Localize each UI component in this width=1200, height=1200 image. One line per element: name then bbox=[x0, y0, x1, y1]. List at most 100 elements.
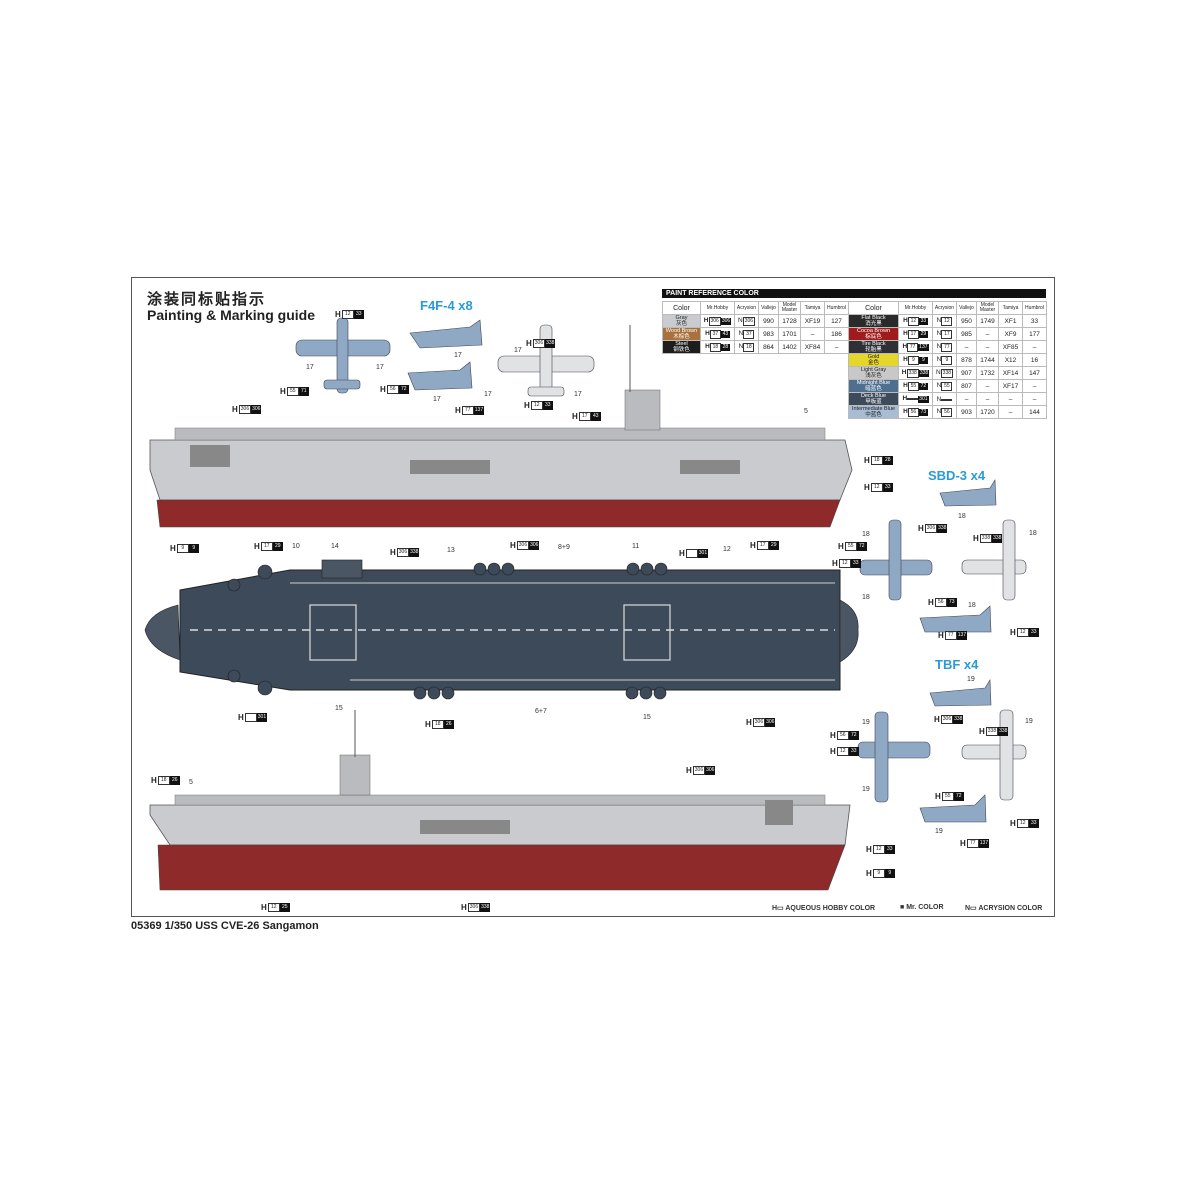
color-name-cn: 钢铁色 bbox=[673, 347, 690, 353]
aqueous-code: 17 bbox=[756, 541, 769, 550]
legend-aqueous-label: AQUEOUS HOBBY COLOR bbox=[785, 905, 876, 912]
mr-color-code: 9 bbox=[918, 356, 928, 364]
column-header: Acrysion bbox=[734, 301, 759, 315]
h-prefix: H bbox=[510, 541, 516, 550]
acrysion-value: 9 bbox=[941, 355, 953, 365]
aqueous-code: 306 bbox=[532, 339, 546, 348]
column-header: Tamiya bbox=[800, 301, 825, 315]
mm-code: 1744 bbox=[976, 353, 999, 367]
sbd-side-view bbox=[939, 479, 997, 507]
aqueous-code: 56 bbox=[386, 385, 399, 394]
acrysion-value: 56 bbox=[941, 407, 953, 417]
column-header: Color bbox=[662, 301, 701, 315]
humbrol-code: – bbox=[1022, 340, 1047, 354]
h-prefix: H bbox=[1010, 628, 1016, 637]
aqueous-code bbox=[907, 398, 919, 400]
aqueous-code: 12 bbox=[872, 845, 885, 854]
aqueous-code: 12 bbox=[836, 747, 849, 756]
decal-number: 18 bbox=[1029, 530, 1037, 537]
mr-color-code: 28 bbox=[720, 343, 730, 351]
aqueous-code: 17 bbox=[907, 329, 919, 339]
ship-starboard-profile bbox=[149, 325, 853, 528]
mr-color-code: 137 bbox=[978, 839, 990, 848]
mm-code: – bbox=[976, 379, 999, 393]
color-name-cn: 消光黑 bbox=[865, 321, 882, 327]
h-prefix: H bbox=[686, 766, 692, 775]
color-name: Gray bbox=[675, 315, 688, 322]
h-prefix: H bbox=[918, 524, 924, 533]
mr-color-code: 306 bbox=[720, 317, 732, 325]
decal-number: 18 bbox=[862, 594, 870, 601]
aqueous-code: 12 bbox=[341, 310, 354, 319]
decal-number: 19 bbox=[862, 786, 870, 793]
tamiya-code: – bbox=[998, 405, 1023, 419]
aqueous-code: 18 bbox=[431, 720, 444, 729]
aqueous-code: 306 bbox=[467, 903, 481, 912]
mr-color-code: 29 bbox=[272, 542, 283, 551]
sbd-top-view bbox=[859, 519, 933, 601]
column-header: Humbrol bbox=[824, 301, 849, 315]
h-prefix: H bbox=[679, 549, 685, 558]
acrysion-value bbox=[941, 398, 953, 401]
acrysion-value: 17 bbox=[941, 329, 953, 339]
h-prefix: H bbox=[934, 715, 940, 724]
mr-color-code: 33 bbox=[1028, 628, 1039, 637]
tbf-bottom-view bbox=[961, 709, 1027, 801]
ship-port-profile bbox=[149, 710, 851, 891]
title-chinese: 涂装同标贴指示 bbox=[147, 291, 267, 308]
legend-acrysion: N▭ ACRYSION COLOR bbox=[965, 905, 1043, 912]
aqueous-code: 56 bbox=[934, 598, 947, 607]
h-prefix: H bbox=[151, 776, 157, 785]
mr-color-code: 71 bbox=[298, 387, 309, 396]
aqueous-code: 12 bbox=[267, 903, 280, 912]
aqueous-code: 9 bbox=[176, 544, 189, 553]
decal-number: 19 bbox=[1025, 718, 1033, 725]
h-prefix: H bbox=[746, 718, 752, 727]
aircraft-label-sbd: SBD-3 x4 bbox=[928, 468, 986, 483]
mr-color-code: 25 bbox=[279, 903, 290, 912]
aqueous-code: 77 bbox=[966, 839, 979, 848]
aqueous-code: 306 bbox=[924, 524, 938, 533]
aqueous-code: 77 bbox=[461, 406, 474, 415]
decal-number: 17 bbox=[433, 396, 441, 403]
humbrol-code: 147 bbox=[1022, 366, 1047, 380]
aqueous-code: 338 bbox=[906, 368, 919, 378]
mr-color-code: 338 bbox=[545, 339, 556, 348]
mr-color-code: 338 bbox=[918, 369, 930, 377]
mr-color-code: 306 bbox=[251, 405, 262, 414]
aqueous-code: 55 bbox=[844, 542, 857, 551]
color-name: Steel bbox=[675, 341, 688, 348]
mr-color-code: 338 bbox=[409, 548, 420, 557]
mr-color-code: 33 bbox=[848, 747, 859, 756]
mr-color-code: 137 bbox=[956, 631, 968, 640]
tamiya-code: XF84 bbox=[800, 340, 825, 354]
color-name: Intermediate Blue bbox=[851, 406, 896, 413]
aircraft-drawings bbox=[295, 317, 1027, 823]
column-header: Acrysion bbox=[932, 301, 957, 315]
